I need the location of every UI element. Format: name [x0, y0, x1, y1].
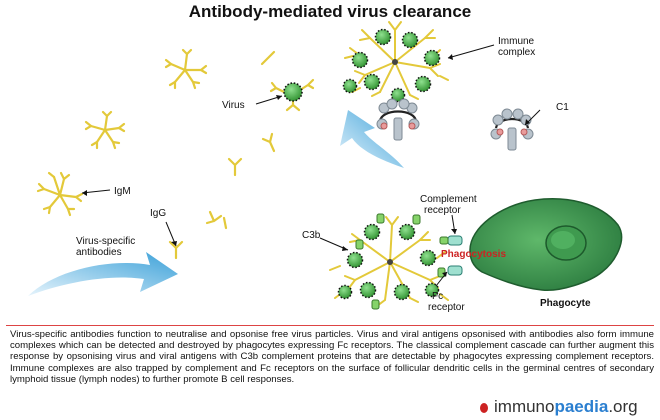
logo-text-pre: immuno [494, 397, 555, 416]
immune-complex [342, 21, 449, 103]
igg-antibody [260, 50, 276, 66]
logo-text-post: .org [608, 397, 638, 416]
igg-antibody [261, 132, 276, 153]
opsonised-complex [329, 213, 449, 310]
complement-receptor [439, 235, 463, 246]
label-immune-complex-2: complex [498, 47, 535, 58]
igg-antibody [168, 240, 184, 260]
label-fc-receptor-1: Fc [432, 291, 443, 302]
fc-receptor [447, 265, 463, 276]
igm-pentamer [84, 110, 126, 150]
igg-antibody [205, 210, 223, 225]
label-immune-complex-1: Immune [498, 36, 535, 47]
label-c3b: C3b [302, 230, 321, 241]
logo-drop-icon [480, 403, 488, 413]
label-phagocytosis: Phagocytosis [441, 249, 506, 260]
figure-caption: Virus-specific antibodies function to ne… [10, 329, 654, 385]
binding-arrow [28, 252, 178, 296]
label-phagocyte: Phagocyte [540, 298, 591, 309]
c1-complex-free [490, 108, 534, 151]
igg-antibody [222, 216, 228, 230]
label-virus-specific-2: antibodies [76, 247, 122, 258]
complement-arrow [340, 110, 404, 168]
label-igg: IgG [150, 208, 166, 219]
label-c1: C1 [556, 102, 569, 113]
site-logo: immunopaedia.org [480, 397, 638, 417]
logo-text-accent: paedia [554, 397, 609, 416]
virus-clearance-diagram: Virus Immune complex C1 IgM IgG Virus-sp… [28, 21, 623, 313]
igg-antibody [227, 157, 243, 177]
igm-pentamer [36, 171, 84, 217]
igm-pentamer [164, 48, 208, 90]
label-virus: Virus [222, 100, 245, 111]
free-virus [283, 82, 303, 102]
label-pointer-heads [82, 54, 530, 277]
label-complement-receptor-1: Complement [420, 194, 477, 205]
diagram-title: Antibody-mediated virus clearance [188, 2, 472, 21]
label-fc-receptor-2: receptor [428, 302, 465, 313]
label-virus-specific-1: Virus-specific [76, 236, 135, 247]
label-igm: IgM [114, 186, 131, 197]
phagocyte [469, 198, 623, 291]
c1-complex-bound [376, 98, 420, 141]
label-complement-receptor-2: receptor [424, 205, 461, 216]
antibody-shapes [36, 48, 315, 260]
caption-divider [6, 325, 654, 326]
